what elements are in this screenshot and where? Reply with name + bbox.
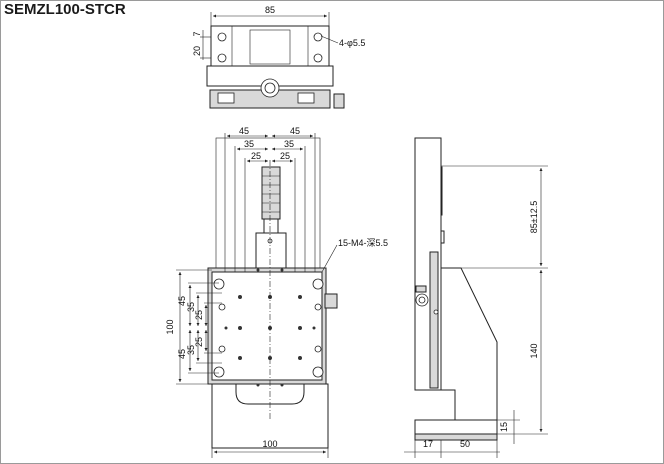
side-view-clamp	[415, 285, 427, 293]
m4-hole	[298, 326, 302, 330]
callout-front-threads: 15-M4-深5.5	[338, 238, 388, 248]
top-hole	[217, 32, 227, 42]
m4-hole	[280, 383, 284, 387]
front-corner-hole	[312, 366, 324, 378]
front-corner-hole	[213, 366, 225, 378]
side-view-base-plate	[414, 433, 498, 441]
top-view: 85 20 7 4-φ5.5	[192, 5, 365, 109]
side-view-screw	[433, 309, 439, 315]
dim-front-side: 100	[165, 319, 175, 334]
side-view-rail	[429, 251, 439, 389]
top-hole	[217, 53, 227, 63]
dim-h35-left: 35	[244, 139, 254, 149]
front-corner-hole	[213, 278, 225, 290]
dim-v25-bottom: 25	[194, 337, 204, 347]
side-view-foot	[414, 419, 498, 435]
m4-hole	[256, 268, 260, 272]
dim-h25-left: 25	[251, 151, 261, 161]
m4-hole	[280, 268, 284, 272]
m4-hole	[238, 326, 242, 330]
dim-v45-bottom: 45	[177, 349, 187, 359]
dim-v25-top: 25	[194, 310, 204, 320]
m4-hole	[298, 295, 302, 299]
top-view-clamp	[217, 92, 235, 104]
drawing-title: SEMZL100-STCR	[4, 1, 126, 18]
side-view-knob-inner	[418, 296, 426, 304]
front-side-hole	[218, 345, 226, 353]
m4-hole	[312, 326, 316, 330]
dim-v35-bottom: 35	[186, 345, 196, 355]
side-view-bracket	[440, 267, 498, 421]
top-hole	[313, 32, 323, 42]
top-view-knob	[333, 93, 345, 109]
micrometer-thimble	[261, 166, 281, 220]
front-side-hole	[314, 303, 322, 311]
dim-h45-right: 45	[290, 126, 300, 136]
m4-hole	[224, 326, 228, 330]
front-side-hole	[218, 303, 226, 311]
micrometer-knurl	[262, 175, 280, 213]
front-corner-hole	[312, 278, 324, 290]
dim-h35-right: 35	[284, 139, 294, 149]
micrometer-sleeve	[263, 218, 279, 234]
dim-h25-right: 25	[280, 151, 290, 161]
top-view-plate	[210, 25, 330, 69]
m4-hole	[238, 295, 242, 299]
top-view-clamp	[297, 92, 315, 104]
dim-h45-left: 45	[239, 126, 249, 136]
leader-top-holes	[320, 35, 339, 44]
micrometer-mount	[255, 232, 287, 270]
front-view-table	[211, 271, 323, 381]
front-view: 45 45 35 35 25 25 15-M4-深5.5 100 45 45 3…	[165, 126, 388, 458]
m4-hole	[256, 383, 260, 387]
top-view-bore-inner	[264, 82, 276, 94]
m4-hole	[238, 356, 242, 360]
dim-side-15: 15	[499, 422, 509, 432]
dim-front-bottom: 100	[262, 439, 277, 449]
dim-top-20: 20	[192, 46, 202, 56]
leader-front-threads	[321, 244, 338, 273]
top-hole	[313, 53, 323, 63]
top-view-rails	[231, 26, 309, 66]
dim-side-travel: 85±12.5	[529, 201, 539, 233]
dim-side-height: 140	[529, 343, 539, 358]
front-side-hole	[314, 345, 322, 353]
dim-v45-top: 45	[177, 296, 187, 306]
side-view: 85±12.5 140 15 17 50	[404, 137, 548, 458]
m4-hole	[298, 356, 302, 360]
dim-top-7: 7	[192, 31, 202, 36]
top-view-center-block	[249, 29, 291, 65]
dim-side-17: 17	[423, 439, 433, 449]
callout-top-holes: 4-φ5.5	[339, 38, 365, 48]
front-view-lock-knob	[324, 293, 338, 309]
dim-side-50: 50	[460, 439, 470, 449]
dim-top-width: 85	[265, 5, 275, 15]
dim-v35-top: 35	[186, 302, 196, 312]
